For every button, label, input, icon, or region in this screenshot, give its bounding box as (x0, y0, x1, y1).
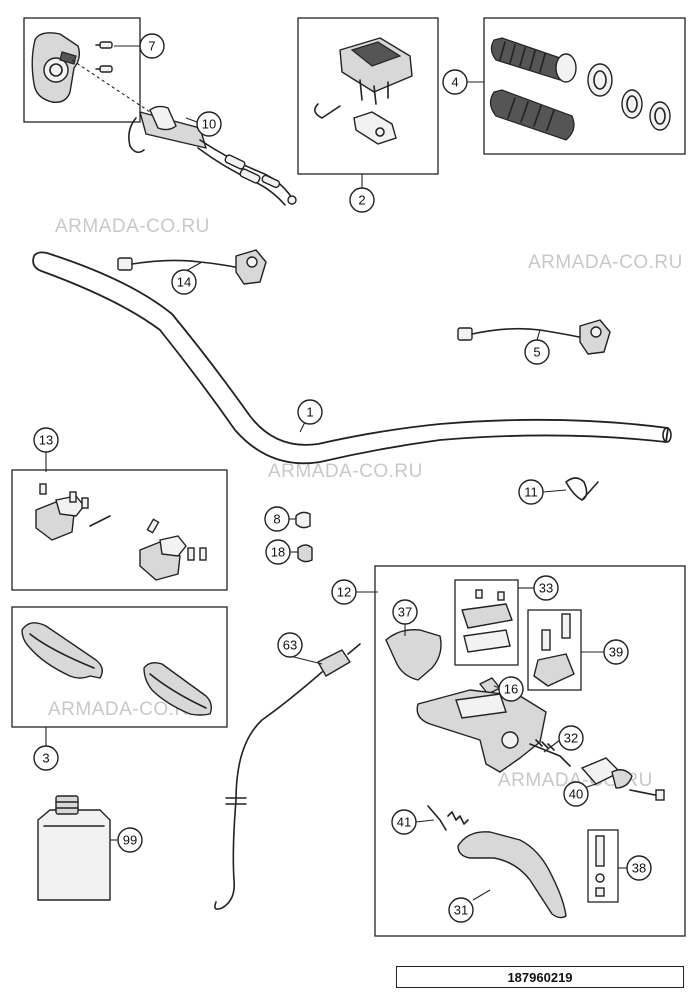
callout-1: 1 (297, 399, 323, 425)
clutch-hose-63-part (214, 643, 361, 910)
box-pin-38 (587, 829, 619, 903)
callout-16: 16 (498, 676, 524, 702)
callout-11: 11 (518, 479, 544, 505)
svg-text:2: 2 (358, 193, 365, 208)
callout-39: 39 (603, 639, 629, 665)
svg-text:33: 33 (539, 581, 553, 596)
svg-text:41: 41 (397, 815, 411, 830)
throttle-housing-part (31, 32, 151, 113)
watermark-4: ARMADA-CO.RU (48, 699, 203, 720)
callout-18: 18 (265, 539, 291, 565)
grips-part (489, 37, 671, 141)
clamps-13-part (35, 483, 207, 581)
callout-41: 41 (391, 809, 417, 835)
drawing-number: 187960219 (396, 966, 684, 988)
handguards-part (21, 622, 213, 716)
callout-63: 63 (277, 632, 303, 658)
part-8-18 (295, 511, 313, 563)
watermark-1: ARMADA-CO.RU (55, 216, 210, 237)
handlebar-part (32, 251, 669, 465)
box-clamp-39 (527, 609, 582, 691)
svg-text:7: 7 (148, 39, 155, 54)
callout-37: 37 (392, 599, 418, 625)
callout-38: 38 (626, 855, 652, 881)
svg-text:3: 3 (42, 751, 49, 766)
callout-31: 31 (448, 897, 474, 923)
svg-text:18: 18 (271, 545, 285, 560)
box-grips (483, 17, 686, 155)
box-handguards (11, 606, 228, 728)
box-throttle-housing (23, 17, 141, 123)
callout-10: 10 (196, 111, 222, 137)
svg-text:1: 1 (306, 405, 313, 420)
svg-text:63: 63 (283, 638, 297, 653)
callout-8: 8 (264, 506, 290, 532)
piston-kit-part (580, 757, 665, 801)
oil-bottle-99-part (37, 795, 111, 901)
switch-14-part (117, 249, 267, 285)
callout-5: 5 (524, 339, 550, 365)
callout-14: 14 (171, 269, 197, 295)
box-map-switch (297, 17, 439, 175)
callout-33: 33 (533, 575, 559, 601)
watermark-2: ARMADA-CO.RU (528, 252, 683, 273)
callout-4: 4 (442, 69, 468, 95)
watermarks: ARMADA-CO.RU ARMADA-CO.RU ARMADA-CO.RU A… (48, 216, 683, 791)
clamp-39-part (533, 613, 575, 687)
callout-7: 7 (139, 33, 165, 59)
svg-text:8: 8 (273, 512, 280, 527)
map-switch-part (314, 37, 413, 145)
watermark-3: ARMADA-CO.RU (268, 461, 423, 482)
pin-38-part (595, 835, 605, 897)
callout-13: 13 (33, 427, 59, 453)
svg-text:5: 5 (533, 345, 540, 360)
reservoir-cover-33-part (461, 589, 513, 653)
box-reservoir-cover (454, 579, 519, 666)
lever-31-part (457, 831, 567, 919)
svg-text:13: 13 (39, 433, 53, 448)
clamp-37-part (385, 629, 442, 681)
svg-text:11: 11 (524, 485, 538, 500)
callout-40: 40 (563, 781, 589, 807)
svg-text:10: 10 (202, 117, 216, 132)
master-cylinder-part (416, 689, 571, 773)
svg-text:14: 14 (177, 275, 191, 290)
callout-2: 2 (349, 187, 375, 213)
svg-text:39: 39 (609, 645, 623, 660)
svg-text:4: 4 (451, 75, 458, 90)
svg-text:12: 12 (337, 585, 351, 600)
throttle-cable-part (128, 105, 297, 206)
svg-text:40: 40 (569, 787, 583, 802)
box-handlebar-clamps (11, 469, 228, 591)
callout-12: 12 (331, 579, 357, 605)
svg-text:32: 32 (564, 731, 578, 746)
callout-32: 32 (558, 725, 584, 751)
svg-text:37: 37 (398, 605, 412, 620)
callout-99: 99 (117, 827, 143, 853)
handlebar-end (662, 427, 672, 443)
svg-text:99: 99 (123, 833, 137, 848)
cable-tie-11-part (565, 477, 599, 501)
box-clutch-master-cylinder (374, 565, 686, 937)
svg-text:38: 38 (632, 861, 646, 876)
spring-41-part (427, 805, 469, 831)
callout-3: 3 (33, 745, 59, 771)
svg-text:16: 16 (504, 682, 518, 697)
svg-text:31: 31 (454, 903, 468, 918)
